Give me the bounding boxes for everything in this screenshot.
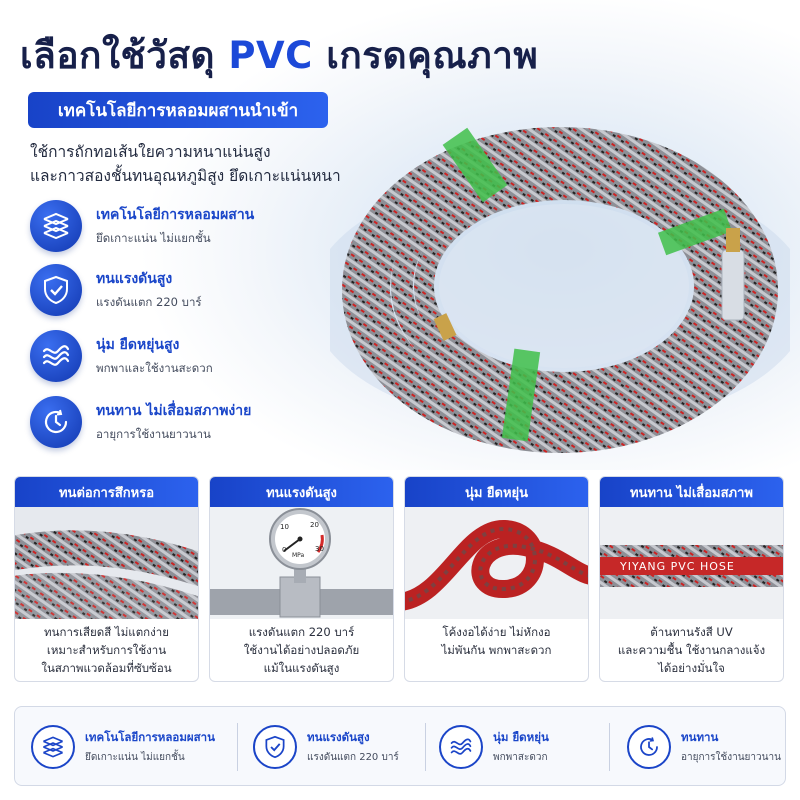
shield-check-icon	[30, 264, 82, 316]
card-pressure: ทนแรงดันสูง 0 10 20 30 MPa แรงดันแตก 220…	[209, 476, 394, 682]
card-title: นุ่ม ยืดหยุ่น	[405, 477, 588, 507]
wave-icon	[439, 725, 483, 769]
card-flexible: นุ่ม ยืดหยุ่น โค้งงอได้ง่าย ไม่หักงอไม่พ…	[404, 476, 589, 682]
feature-cards: ทนต่อการสึกหรอ ทนการเสียดสี ไม่แตกง่ายเห…	[14, 476, 794, 682]
svg-text:YIYANG PVC HOSE: YIYANG PVC HOSE	[619, 560, 735, 573]
mesh-icon	[30, 200, 82, 252]
feature-fusion: เทคโนโลยีการหลอมผสานยึดเกาะแน่น ไม่แยกชั…	[30, 200, 254, 252]
printed-hose-image: YIYANG PVC HOSE	[600, 507, 783, 619]
clock-icon	[627, 725, 671, 769]
tech-badge: เทคโนโลยีการหลอมผสานนำเข้า	[28, 92, 328, 128]
svg-text:10: 10	[280, 523, 289, 531]
feature-pressure: ทนแรงดันสูงแรงดันแตก 220 บาร์	[30, 264, 202, 316]
bottom-item-durable: ทนทานอายุการใช้งานยาวนาน	[627, 707, 781, 787]
pressure-gauge-image: 0 10 20 30 MPa	[210, 507, 393, 619]
clock-icon	[30, 396, 82, 448]
bottom-feature-bar: เทคโนโลยีการหลอมผสานยึดเกาะแน่น ไม่แยกชั…	[14, 706, 786, 786]
svg-text:0: 0	[282, 546, 286, 554]
knotted-hose-image	[405, 507, 588, 619]
bottom-item-pressure: ทนแรงดันสูงแรงดันแตก 220 บาร์	[253, 707, 399, 787]
mesh-icon	[31, 725, 75, 769]
wave-icon	[30, 330, 82, 382]
card-durable: ทนทาน ไม่เสื่อมสภาพ YIYANG PVC HOSE ต้าน…	[599, 476, 784, 682]
feature-durable: ทนทาน ไม่เสื่อมสภาพง่ายอายุการใช้งานยาวน…	[30, 396, 251, 448]
divider	[425, 723, 426, 771]
divider	[609, 723, 610, 771]
svg-text:20: 20	[310, 521, 319, 529]
coiled-hose-image	[330, 127, 790, 453]
svg-text:30: 30	[315, 545, 324, 553]
bottom-item-flexible: นุ่ม ยืดหยุ่นพกพาสะดวก	[439, 707, 549, 787]
divider	[237, 723, 238, 771]
hose-closeup-image	[15, 507, 198, 627]
card-title: ทนทาน ไม่เสื่อมสภาพ	[600, 477, 783, 507]
card-title: ทนแรงดันสูง	[210, 477, 393, 507]
svg-text:MPa: MPa	[292, 552, 305, 559]
card-title: ทนต่อการสึกหรอ	[15, 477, 198, 507]
description: ใช้การถักทอเส้นใยความหนาแน่นสูง และกาวสอ…	[30, 143, 341, 185]
bottom-item-fusion: เทคโนโลยีการหลอมผสานยึดเกาะแน่น ไม่แยกชั…	[31, 707, 215, 787]
page-title: เลือกใช้วัสดุ PVC เกรดคุณภาพ	[20, 34, 539, 77]
card-abrasion: ทนต่อการสึกหรอ ทนการเสียดสี ไม่แตกง่ายเห…	[14, 476, 199, 682]
shield-check-icon	[253, 725, 297, 769]
feature-flexible: นุ่ม ยืดหยุ่นสูงพกพาและใช้งานสะดวก	[30, 330, 213, 382]
